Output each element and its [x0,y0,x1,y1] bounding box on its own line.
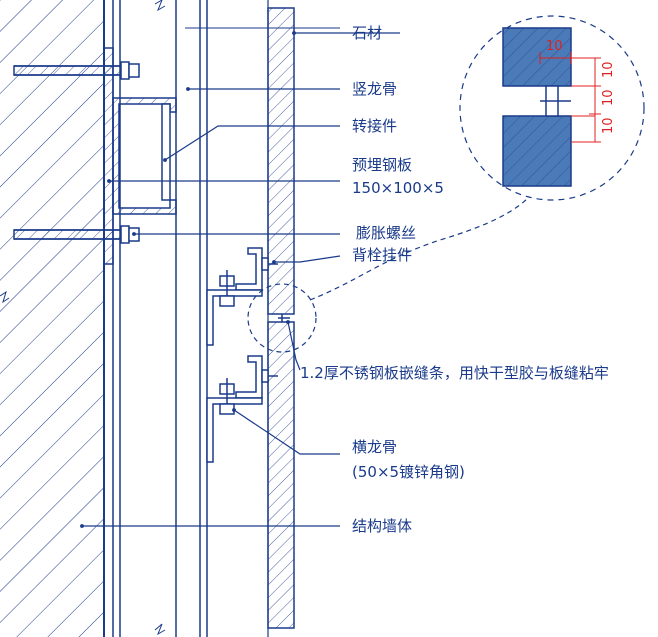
stone-joint-strip [278,314,290,322]
label-expansion-bolt: 膨胀螺丝 [356,224,416,242]
back-bolt-hanger-upper [235,247,278,291]
label-adapter: 转接件 [352,117,397,135]
adapter-channel [112,97,177,215]
dim-height-10-c: 10 [601,117,616,134]
dim-height-10-a: 10 [601,61,616,78]
detail-callout-circle [247,189,536,353]
label-horizontal-keel-spec: (50×5镀锌角钢) [352,463,465,481]
leader-lines [80,31,400,528]
label-horizontal-keel: 横龙骨 [352,438,397,456]
structural-wall [0,0,105,637]
label-embedded-plate-size: 150×100×5 [352,179,444,197]
label-structural-wall: 结构墙体 [352,517,412,535]
expansion-bolt-upper [13,61,140,80]
horizontal-keel-upper [206,270,263,346]
horizontal-keel-lower [206,378,263,463]
break-marks [0,0,340,636]
enlarged-detail [459,15,645,201]
dim-height-10-b: 10 [601,89,616,106]
label-back-bolt-hanger: 背栓挂件 [352,246,412,264]
label-stone: 石材 [352,24,382,42]
vertical-keel [112,0,208,637]
label-vertical-keel: 竖龙骨 [352,80,397,98]
back-bolt-hanger-lower [235,355,278,399]
label-joint-strip-note: 1.2厚不锈钢板嵌缝条，用快干型胶与板缝粘牢 [300,364,609,382]
stone-panel-lower [267,321,295,629]
label-embedded-plate: 预埋钢板 [352,156,412,174]
stone-panel-upper [267,7,295,315]
dimension-lines [539,52,601,143]
dim-width-10: 10 [546,39,563,54]
